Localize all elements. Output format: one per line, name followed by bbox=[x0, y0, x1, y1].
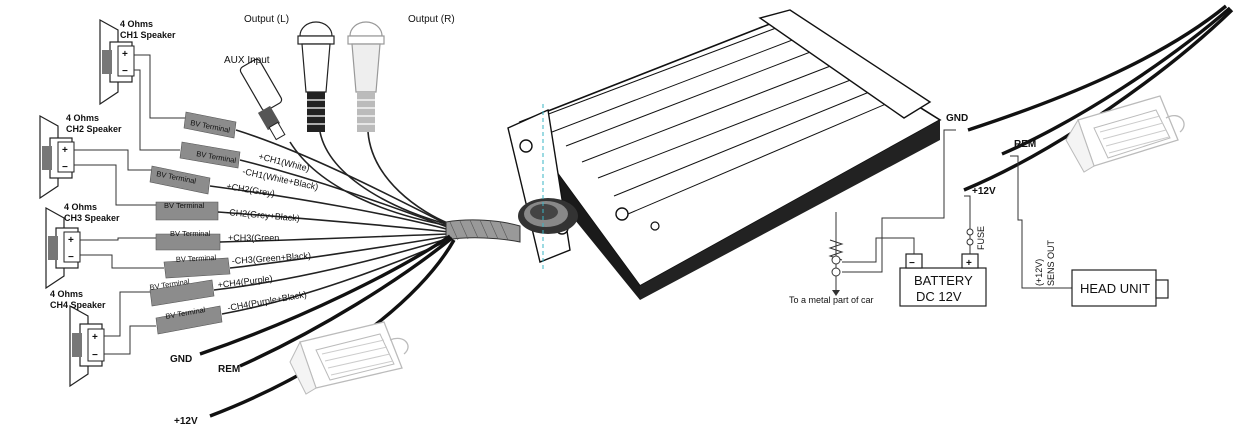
speaker-ch3: + − 4 Ohms CH3 Speaker bbox=[45, 202, 120, 290]
speaker-plus: + bbox=[122, 49, 128, 60]
speaker-plus: + bbox=[62, 145, 68, 156]
speaker-ch2-label: CH2 Speaker bbox=[66, 124, 122, 134]
amplifier-body bbox=[507, 9, 942, 300]
left-gnd-label: GND bbox=[170, 354, 192, 365]
output-right-label: Output (R) bbox=[408, 14, 455, 25]
speaker-leads bbox=[74, 54, 186, 355]
speaker-ch2: + − 4 Ohms CH2 Speaker bbox=[39, 113, 122, 200]
right-power-wires: REM bbox=[963, 4, 1234, 192]
bv-terminal-7: BV Terminal bbox=[149, 277, 215, 307]
speaker-ch4-ohms: 4 Ohms bbox=[50, 289, 83, 299]
speaker-plus: + bbox=[68, 235, 74, 246]
svg-text:BV Terminal: BV Terminal bbox=[170, 229, 211, 238]
wire-label-ch4-neg: -CH4(Purple+Black) bbox=[227, 289, 308, 313]
speaker-ch1-label: CH1 Speaker bbox=[120, 30, 176, 40]
left-fuse-holder-icon bbox=[289, 321, 409, 395]
bv-terminal-3: BV Terminal bbox=[149, 165, 211, 195]
output-left-connector: Output (L) bbox=[244, 14, 335, 132]
bv-terminal-5: BV Terminal bbox=[155, 229, 221, 251]
wire-harness bbox=[445, 219, 521, 243]
wire-label-ch2-neg: -CH2(Grey+Black) bbox=[226, 207, 300, 223]
speaker-ch1-ohms: 4 Ohms bbox=[120, 19, 153, 29]
bv-terminal-4: BV Terminal bbox=[155, 201, 219, 221]
right-12v-label: +12V bbox=[972, 186, 996, 197]
aux-input-label: AUX Input bbox=[224, 55, 270, 66]
speaker-minus: − bbox=[122, 66, 128, 77]
speaker-ch3-ohms: 4 Ohms bbox=[64, 202, 97, 212]
speaker-ch4-label: CH4 Speaker bbox=[50, 300, 106, 310]
battery: − + BATTERY DC 12V bbox=[899, 253, 987, 307]
speaker-minus: − bbox=[92, 350, 98, 361]
channel-wires bbox=[209, 129, 451, 315]
ground-connection: To a metal part of car bbox=[789, 212, 874, 305]
amplifier-cable-grommet bbox=[518, 198, 578, 234]
speaker-plus: + bbox=[92, 332, 98, 343]
sens-out-label-line1: (+12V) bbox=[1034, 259, 1044, 286]
aux-input-connector: AUX Input bbox=[224, 55, 286, 141]
head-unit: (+12V) SENS OUT HEAD UNIT bbox=[1010, 155, 1169, 307]
battery-label-line2: DC 12V bbox=[916, 289, 962, 304]
speaker-ch2-ohms: 4 Ohms bbox=[66, 113, 99, 123]
speaker-ch3-label: CH3 Speaker bbox=[64, 213, 120, 223]
svg-text:BV Terminal: BV Terminal bbox=[164, 201, 205, 210]
bv-terminal-6: BV Terminal bbox=[163, 253, 231, 279]
right-fuse-holder-icon bbox=[1065, 95, 1185, 173]
battery-plus: + bbox=[966, 258, 972, 269]
bv-terminal-2: BV Terminal bbox=[179, 141, 241, 169]
speaker-minus: − bbox=[68, 252, 74, 263]
fuse-label: FUSE bbox=[976, 226, 986, 250]
bv-terminals: BV Terminal BV Terminal BV Terminal BV T… bbox=[149, 111, 241, 335]
left-12v-label: +12V bbox=[174, 416, 198, 427]
output-left-label: Output (L) bbox=[244, 14, 289, 25]
svg-text:BV Terminal: BV Terminal bbox=[176, 253, 217, 264]
battery-wiring: FUSE GND +12V bbox=[842, 113, 996, 273]
battery-minus: − bbox=[909, 258, 915, 269]
sens-out-label-line2: SENS OUT bbox=[1046, 239, 1056, 286]
output-right-connector: Output (R) bbox=[347, 14, 455, 132]
bv-terminal-1: BV Terminal bbox=[183, 111, 237, 139]
head-unit-label: HEAD UNIT bbox=[1080, 281, 1150, 296]
speaker-minus: − bbox=[62, 162, 68, 173]
right-rem-label: REM bbox=[1014, 139, 1036, 150]
speaker-ch1: + − 4 Ohms CH1 Speaker bbox=[99, 18, 176, 106]
left-rem-label: REM bbox=[218, 364, 240, 375]
wire-labels: +CH1(White) -CH1(White+Black) +CH2(Grey)… bbox=[217, 151, 319, 313]
wire-label-ch4-pos: +CH4(Purple) bbox=[217, 273, 273, 290]
speaker-ch4: + − 4 Ohms CH4 Speaker bbox=[50, 289, 106, 388]
ground-note: To a metal part of car bbox=[789, 295, 874, 305]
wire-label-ch2-pos: +CH2(Grey) bbox=[226, 181, 276, 199]
bv-terminal-8: BV Terminal bbox=[155, 305, 223, 335]
battery-label-line1: BATTERY bbox=[914, 273, 973, 288]
right-gnd-label: GND bbox=[946, 113, 968, 124]
wire-label-ch3-pos: +CH3(Green bbox=[228, 233, 279, 243]
